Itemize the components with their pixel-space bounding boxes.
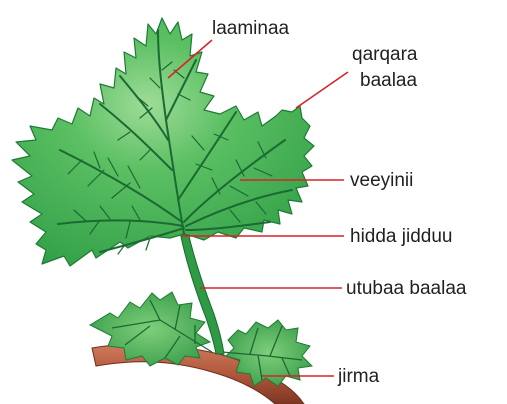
label-stem: jirma — [337, 366, 380, 387]
label-margin-line1: qarqara — [352, 44, 418, 65]
label-midrib: hidda jidduu — [350, 226, 452, 247]
leaf-blade — [12, 18, 314, 266]
leader-margin — [296, 72, 348, 108]
label-petiole: utubaa baalaa — [346, 278, 467, 299]
label-veins: veeyinii — [350, 170, 413, 191]
label-margin-line2: baalaa — [360, 70, 417, 91]
label-lamina: laaminaa — [212, 18, 290, 39]
